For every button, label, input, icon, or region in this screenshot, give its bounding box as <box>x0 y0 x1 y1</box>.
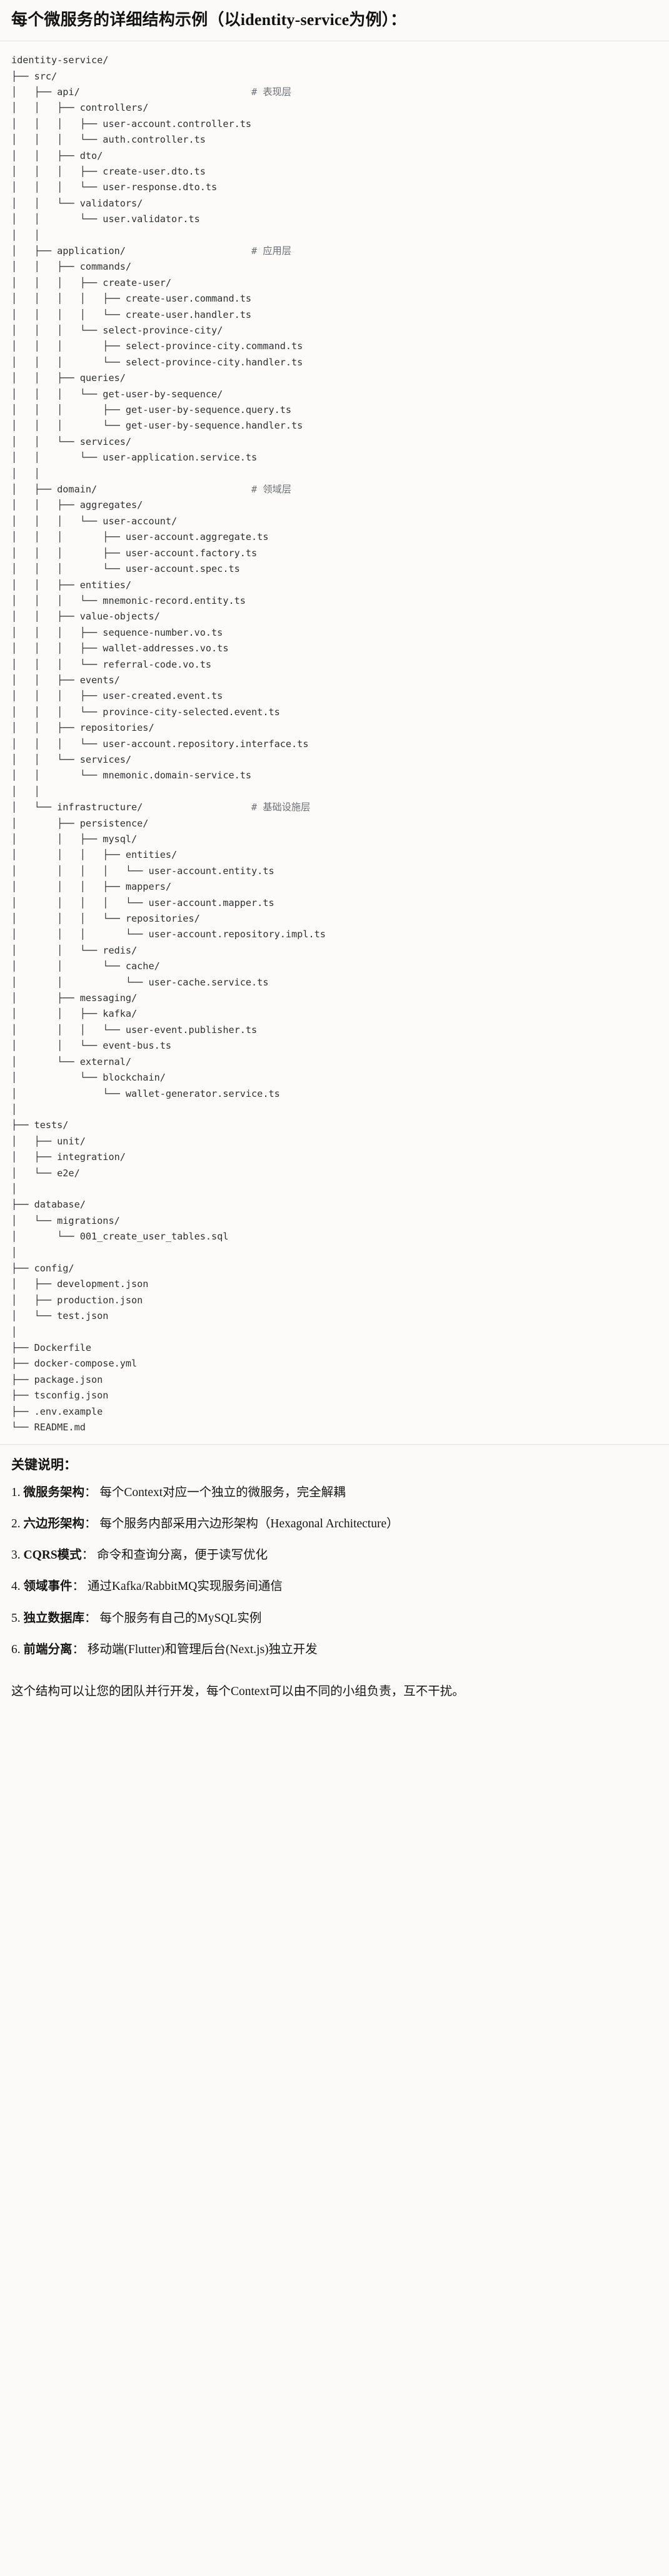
key-point-number: 2. <box>11 1517 21 1531</box>
key-point-item: 2. 六边形架构： 每个服务内部采用六边形架构（Hexagonal Archit… <box>11 1515 658 1534</box>
key-point-term: 领域事件 <box>23 1580 73 1594</box>
key-point-item: 5. 独立数据库： 每个服务有自己的MySQL实例 <box>11 1609 658 1628</box>
key-point-separator: ： <box>72 1642 85 1656</box>
tree-layer-comment: # 基础设施层 <box>251 802 311 813</box>
key-point-term: 独立数据库 <box>23 1611 85 1625</box>
directory-tree: identity-service/ ├── src/ │ ├── api/ # … <box>11 54 326 1433</box>
key-point-description: 每个服务有自己的MySQL实例 <box>99 1611 262 1625</box>
key-point-item: 3. CQRS模式： 命令和查询分离，便于读写优化 <box>11 1546 658 1565</box>
code-divider <box>0 1444 669 1445</box>
key-point-description: 移动端(Flutter)和管理后台(Next.js)独立开发 <box>87 1642 318 1656</box>
closing-paragraph: 这个结构可以让您的团队并行开发，每个Context可以由不同的小组负责，互不干扰… <box>11 1685 465 1699</box>
key-point-item: 6. 前端分离： 移动端(Flutter)和管理后台(Next.js)独立开发 <box>11 1641 658 1659</box>
key-points-section: 关键说明： 1. 微服务架构： 每个Context对应一个独立的微服务，完全解耦… <box>0 1445 669 1676</box>
key-point-description: 每个服务内部采用六边形架构（Hexagonal Architecture） <box>99 1517 399 1531</box>
key-point-separator: ： <box>84 1611 97 1625</box>
key-point-number: 1. <box>11 1485 21 1499</box>
key-point-separator: ： <box>72 1580 85 1594</box>
key-point-separator: ： <box>81 1549 94 1562</box>
key-point-number: 4. <box>11 1580 21 1594</box>
key-point-number: 5. <box>11 1611 21 1625</box>
key-points-heading: 关键说明： <box>11 1457 77 1473</box>
key-point-separator: ： <box>84 1517 97 1531</box>
key-point-term: 六边形架构 <box>23 1517 85 1531</box>
key-point-description: 每个Context对应一个独立的微服务，完全解耦 <box>99 1485 346 1499</box>
key-point-term: 前端分离 <box>23 1642 73 1656</box>
key-point-number: 3. <box>11 1549 21 1562</box>
tree-layer-comment: # 应用层 <box>251 245 291 257</box>
key-point-term: 微服务架构 <box>23 1485 85 1499</box>
key-point-separator: ： <box>84 1485 97 1499</box>
tree-layer-comment: # 领域层 <box>251 484 291 496</box>
key-point-item: 1. 微服务架构： 每个Context对应一个独立的微服务，完全解耦 <box>11 1484 658 1502</box>
key-point-description: 命令和查询分离，便于读写优化 <box>97 1549 268 1562</box>
key-point-description: 通过Kafka/RabbitMQ实现服务间通信 <box>87 1580 283 1594</box>
key-point-term: CQRS模式 <box>23 1549 82 1562</box>
key-point-item: 4. 领域事件： 通过Kafka/RabbitMQ实现服务间通信 <box>11 1577 658 1596</box>
code-block: identity-service/ ├── src/ │ ├── api/ # … <box>0 41 669 1445</box>
tree-layer-comment: # 表现层 <box>251 86 291 98</box>
key-point-number: 6. <box>11 1642 21 1656</box>
page-title: 每个微服务的详细结构示例（以identity-service为例）： <box>11 11 407 29</box>
document-page: 每个微服务的详细结构示例（以identity-service为例）： ident… <box>0 11 669 1699</box>
